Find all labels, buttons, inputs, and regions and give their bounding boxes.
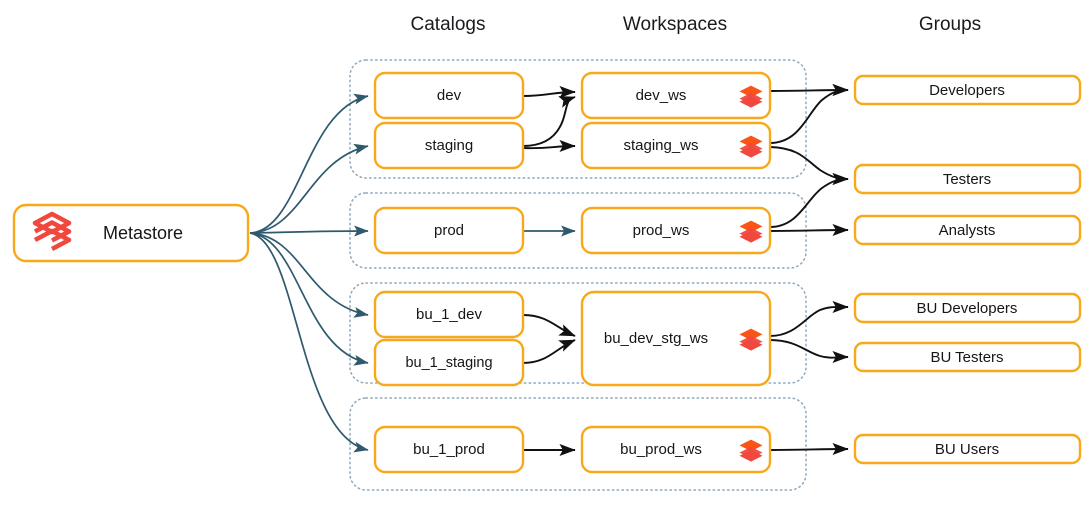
edge-staging-ws-to-testers xyxy=(769,146,849,186)
group-bu-users-label: BU Users xyxy=(935,441,999,458)
edge-dev-to-dev-ws xyxy=(522,85,576,99)
catalog-dev-box[interactable] xyxy=(373,71,525,120)
node-catalog-dev[interactable]: dev xyxy=(373,71,525,120)
column-header-catalogs: Catalogs xyxy=(411,14,486,35)
catalog-staging-label: staging xyxy=(425,137,473,154)
edge-prod-ws-to-testers xyxy=(769,172,849,228)
node-workspace-bu-prod-ws[interactable]: bu_prod_ws xyxy=(580,425,772,474)
catalog-bu-1-dev-label: bu_1_dev xyxy=(416,306,482,323)
edge-bu-prod-ws-to-bu-users xyxy=(769,442,849,456)
container-env-dev-staging xyxy=(349,59,807,179)
node-catalog-bu-1-prod[interactable]: bu_1_prod xyxy=(373,425,525,474)
edge-metastore-bu-1-dev xyxy=(249,232,369,318)
catalog-bu-1-prod-box[interactable] xyxy=(373,425,525,474)
edges-metastore-to-catalogs xyxy=(249,93,369,453)
catalog-bu-1-staging-label: bu_1_staging xyxy=(405,355,492,371)
workspace-nodes: dev_ws staging_ws prod_ws bu_dev_stg_ws xyxy=(580,71,772,474)
edge-metastore-staging xyxy=(249,143,369,234)
workspace-dev-ws-label: dev_ws xyxy=(636,87,687,104)
column-header-workspaces: Workspaces xyxy=(623,14,727,35)
metastore-box[interactable] xyxy=(12,203,250,263)
edge-bu-1-dev-to-bu-dev-stg-ws xyxy=(522,314,576,337)
node-catalog-prod[interactable]: prod xyxy=(373,206,525,255)
catalog-dev-label: dev xyxy=(437,87,462,104)
node-group-analysts[interactable]: Analysts xyxy=(853,214,1082,246)
catalog-prod-box[interactable] xyxy=(373,206,525,255)
group-testers-label: Testers xyxy=(943,171,991,188)
group-analysts-box[interactable] xyxy=(853,214,1082,246)
catalog-bu-1-dev-box[interactable] xyxy=(373,290,525,339)
edge-staging-to-staging-ws xyxy=(522,139,576,153)
group-analysts-label: Analysts xyxy=(939,222,996,239)
group-nodes: Developers Testers Analysts BU Developer… xyxy=(853,74,1082,465)
edge-metastore-dev xyxy=(249,93,369,234)
catalog-nodes: dev staging prod bu_1_dev bu_1_staging b… xyxy=(373,71,525,474)
edges-catalogs-to-workspaces xyxy=(522,85,576,457)
workspace-bu-prod-ws-label: bu_prod_ws xyxy=(620,441,702,458)
edges-workspaces-to-groups xyxy=(769,83,849,456)
node-workspace-prod-ws[interactable]: prod_ws xyxy=(580,206,772,255)
container-env-bu-dev-stg xyxy=(349,282,807,384)
metastore-label: Metastore xyxy=(103,223,183,243)
node-metastore[interactable]: Metastore xyxy=(12,203,250,263)
node-group-bu-developers[interactable]: BU Developers xyxy=(853,292,1082,324)
group-bu-developers-box[interactable] xyxy=(853,292,1082,324)
group-bu-testers-label: BU Testers xyxy=(930,349,1003,366)
workspace-staging-ws-label: staging_ws xyxy=(623,137,698,154)
edge-metastore-bu-1-prod xyxy=(249,232,369,453)
edge-metastore-bu-1-staging xyxy=(249,232,369,366)
group-developers-box[interactable] xyxy=(853,74,1082,106)
column-headers: Catalogs Workspaces Groups xyxy=(411,14,982,35)
catalog-bu-1-prod-label: bu_1_prod xyxy=(413,441,485,458)
edge-bu-dev-stg-ws-to-bu-testers xyxy=(769,339,849,364)
group-bu-users-box[interactable] xyxy=(853,433,1082,465)
group-bu-testers-box[interactable] xyxy=(853,341,1082,373)
edge-staging-ws-to-developers xyxy=(769,83,849,144)
group-developers-label: Developers xyxy=(929,82,1005,99)
node-group-bu-users[interactable]: BU Users xyxy=(853,433,1082,465)
edge-metastore-prod xyxy=(249,225,369,237)
catalog-prod-label: prod xyxy=(434,222,464,239)
edge-bu-dev-stg-ws-to-bu-developers xyxy=(769,300,849,337)
node-group-testers[interactable]: Testers xyxy=(853,163,1082,195)
container-env-bu-prod xyxy=(349,397,807,491)
node-catalog-bu-1-dev[interactable]: bu_1_dev xyxy=(373,290,525,339)
workspace-staging-ws-box[interactable] xyxy=(580,121,772,170)
node-workspace-staging-ws[interactable]: staging_ws xyxy=(580,121,772,170)
workspace-bu-dev-stg-ws-label: bu_dev_stg_ws xyxy=(604,330,708,347)
edge-prod-ws-to-analysts xyxy=(769,223,849,237)
node-workspace-dev-ws[interactable]: dev_ws xyxy=(580,71,772,120)
node-group-developers[interactable]: Developers xyxy=(853,74,1082,106)
column-header-groups: Groups xyxy=(919,14,981,35)
workspace-dev-ws-box[interactable] xyxy=(580,71,772,120)
edge-staging-to-dev-ws xyxy=(522,96,576,147)
node-workspace-bu-dev-stg-ws[interactable]: bu_dev_stg_ws xyxy=(580,290,772,387)
workspace-prod-ws-box[interactable] xyxy=(580,206,772,255)
group-bu-developers-label: BU Developers xyxy=(917,300,1018,317)
group-testers-box[interactable] xyxy=(853,163,1082,195)
catalog-staging-box[interactable] xyxy=(373,121,525,170)
node-catalog-staging[interactable]: staging xyxy=(373,121,525,170)
workspace-bu-dev-stg-ws-box[interactable] xyxy=(580,290,772,387)
edge-bu-1-staging-to-bu-dev-stg-ws xyxy=(522,339,576,364)
workspace-prod-ws-label: prod_ws xyxy=(633,222,690,239)
catalog-bu-1-staging-box[interactable] xyxy=(373,338,525,387)
workspace-bu-prod-ws-box[interactable] xyxy=(580,425,772,474)
node-catalog-bu-1-staging[interactable]: bu_1_staging xyxy=(373,338,525,387)
node-group-bu-testers[interactable]: BU Testers xyxy=(853,341,1082,373)
